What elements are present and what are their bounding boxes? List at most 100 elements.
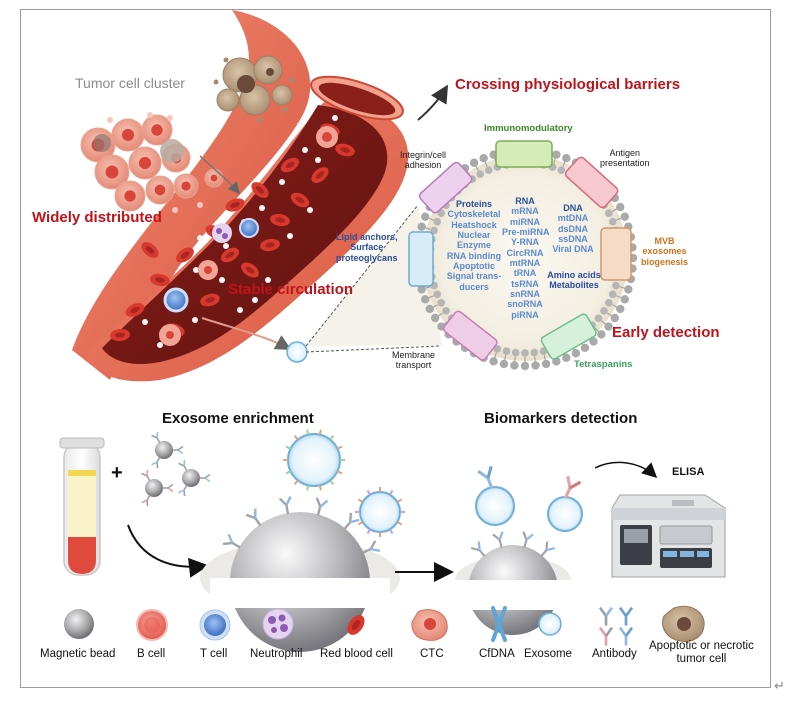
exosome-icon <box>538 612 562 636</box>
exosome-protein-spike <box>396 498 403 503</box>
lipid-head <box>510 361 519 370</box>
tumor-cell-nucleus <box>181 181 191 191</box>
exosome-dot <box>192 317 198 323</box>
lipid-tail <box>428 217 434 221</box>
rna-item: CircRNA <box>506 247 544 258</box>
lipid-head <box>469 158 479 167</box>
exosome-dot <box>265 277 271 283</box>
proteins-item: ducers <box>459 281 489 292</box>
lipid-head <box>476 170 485 179</box>
lipid-head <box>521 349 529 357</box>
elisa-label: ELISA <box>672 466 705 478</box>
lipid-head <box>600 306 608 315</box>
lipid-head <box>421 212 430 221</box>
tumor-debris <box>107 117 113 123</box>
antibody <box>598 606 614 626</box>
exosome-protein-spike <box>389 489 394 496</box>
lipid-head <box>589 337 598 346</box>
exosome-dot <box>297 122 303 128</box>
apoptotic-debris <box>282 107 288 113</box>
lipid-head <box>430 226 438 235</box>
lipid-head <box>552 150 561 159</box>
antibody <box>477 465 494 490</box>
exosome-dot <box>142 319 148 325</box>
small-magnetic-bead <box>182 469 200 487</box>
exosome-protein-spike <box>293 435 299 441</box>
red-blood-cell-center <box>315 171 325 179</box>
small-exosome <box>286 341 308 363</box>
neutrophil-lobe <box>222 233 228 239</box>
apoptotic-debris <box>289 77 295 83</box>
lipid-tail <box>433 304 438 308</box>
lipid-head <box>597 330 606 339</box>
exosome-protein-spike <box>306 485 310 491</box>
rna-item: snRNA <box>509 289 540 300</box>
tumor-cell-nucleus <box>210 174 218 182</box>
exosome-protein-spike <box>396 521 403 526</box>
antibody <box>618 606 634 626</box>
exosome-dot <box>279 179 285 185</box>
red-blood-cell-center <box>145 246 155 254</box>
antibody <box>178 484 188 497</box>
red-blood-cell-center <box>275 217 285 223</box>
tumor-cell-gray <box>93 134 111 152</box>
lipid-head <box>433 290 442 299</box>
ctc-nucleus <box>204 266 212 274</box>
lipid-head <box>417 285 426 294</box>
lipid-head <box>511 348 520 357</box>
apoptotic-nucleus <box>237 75 255 93</box>
antibody <box>245 508 262 527</box>
lipid-head <box>530 348 539 357</box>
apoptotic-cell <box>271 84 293 106</box>
lipid-head <box>421 295 430 304</box>
lipid-tail <box>425 286 431 289</box>
tumor-cell-nucleus <box>154 184 166 196</box>
tumor-cell-nucleus <box>151 124 163 136</box>
lipid-head <box>484 166 493 175</box>
exo-arrow <box>201 317 292 350</box>
red-blood-cell-center <box>115 332 125 338</box>
b-cell-icon <box>136 609 168 641</box>
antibody <box>278 496 292 515</box>
tumor-cell-nucleus <box>138 156 152 170</box>
dna-item: Viral DNA <box>552 244 594 255</box>
exosome-dot <box>197 235 203 241</box>
tumor-debris <box>197 202 203 208</box>
lipid-head <box>502 347 511 355</box>
lipid-tail <box>562 161 566 167</box>
lipid-tail <box>619 286 625 289</box>
tumor-cell-nucleus <box>121 128 135 142</box>
neutrophil-icon <box>262 608 294 640</box>
exosome-dot <box>223 243 229 249</box>
lipid-head <box>608 290 617 299</box>
antibody <box>151 431 161 444</box>
antibody <box>162 483 174 493</box>
lipid-head <box>499 359 509 369</box>
tumor-cluster-label: Tumor cell cluster <box>75 75 185 91</box>
protein-tetraspanin <box>540 313 597 360</box>
antibody <box>151 456 161 469</box>
protein-immunomodulatory <box>495 140 553 168</box>
exosome-protein-spike <box>389 528 394 535</box>
lipid-head <box>493 345 502 353</box>
red-blood-cell-center <box>265 242 275 248</box>
lipid-head <box>442 306 450 315</box>
legend-exosome: Exosome <box>524 648 572 660</box>
rna-item: tRNA <box>513 268 537 279</box>
rna-item: Y-RNA <box>510 237 539 248</box>
tumor-cell-cluster <box>80 112 224 213</box>
exosome-protein-spike <box>329 435 335 441</box>
legend-ctc: CTC <box>420 648 444 660</box>
lipid-tail <box>553 158 556 164</box>
lipid-head <box>604 298 613 307</box>
proteins-item: Heatshock <box>451 219 497 230</box>
apoptotic-cell <box>216 88 240 112</box>
plus-sign: + <box>111 462 123 484</box>
exosome-dot <box>259 205 265 211</box>
exosome-protein-spike <box>285 445 292 450</box>
exosome-protein-spike <box>357 498 364 503</box>
